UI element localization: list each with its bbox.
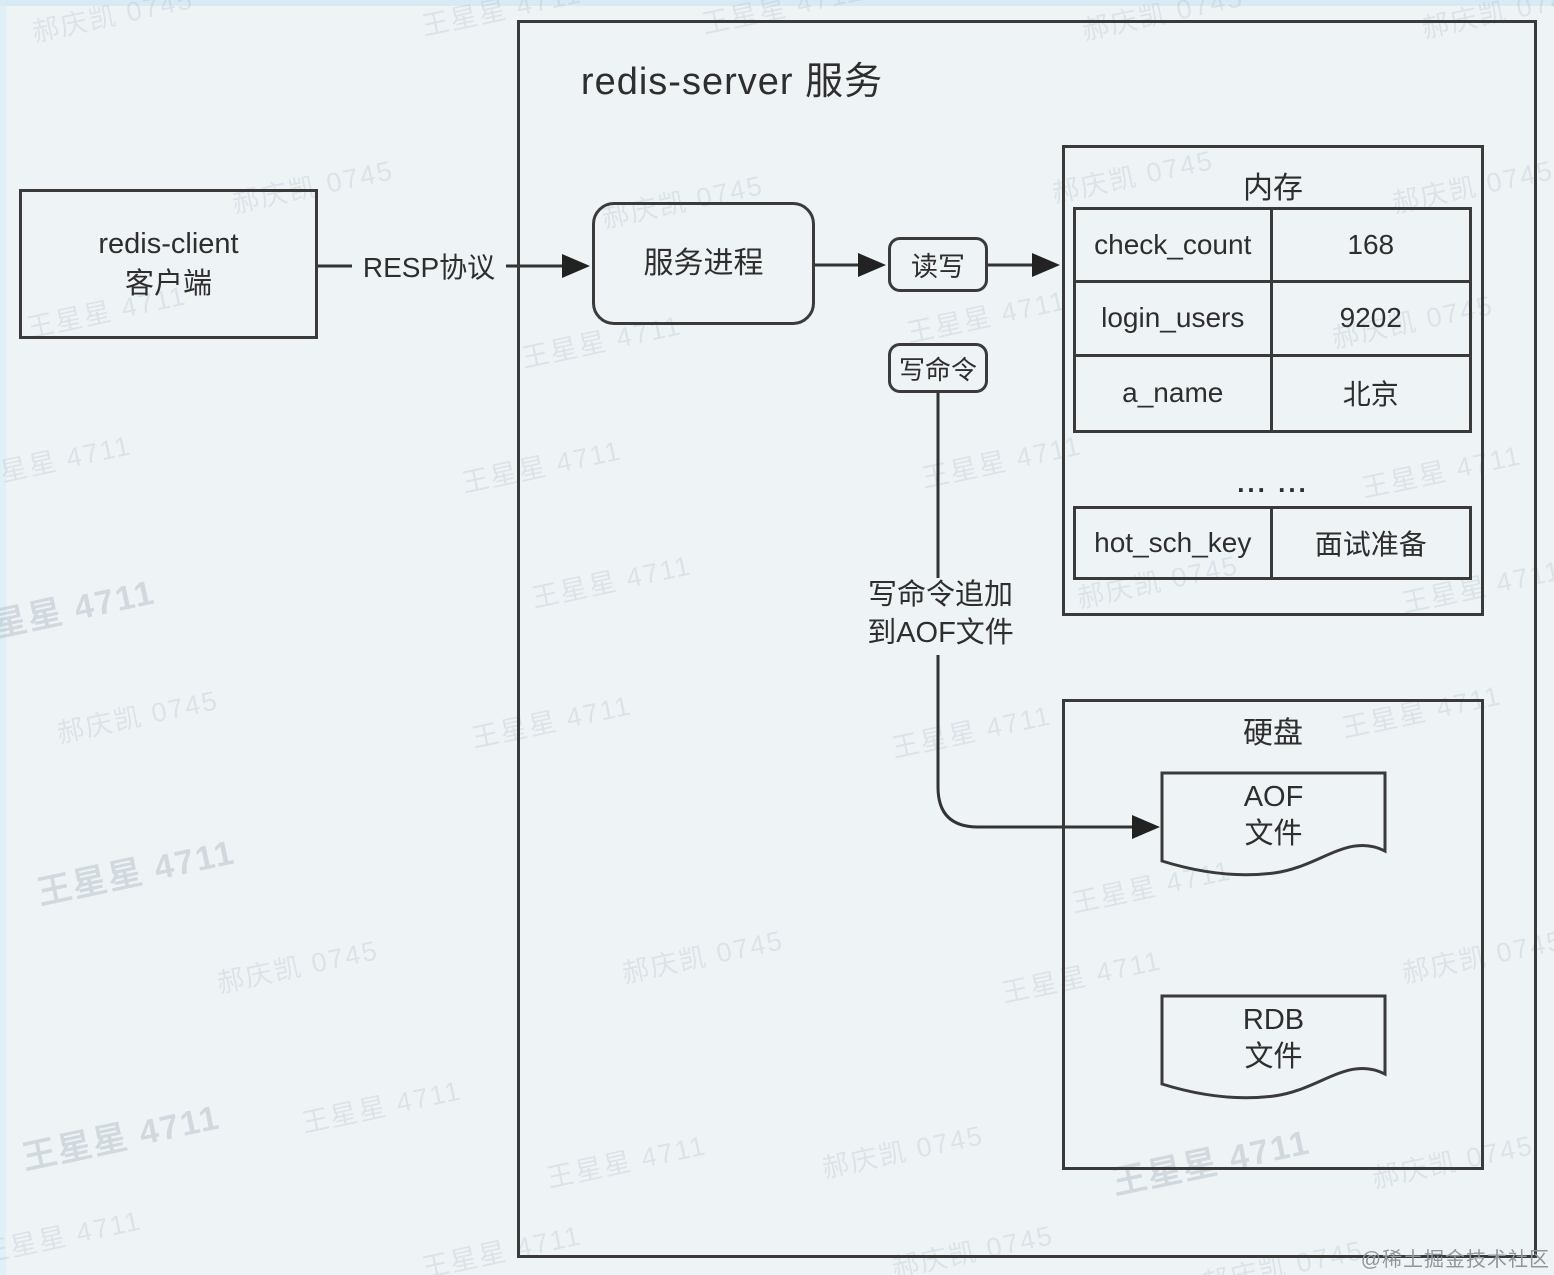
aof-file-label-line1: AOF bbox=[1243, 781, 1304, 813]
diagram-title: redis-server 服务 bbox=[580, 61, 884, 103]
memory-value-cell: 9202 bbox=[1272, 283, 1469, 357]
memory-box bbox=[1062, 145, 1484, 616]
aof-file-label-line2: 文件 bbox=[1244, 818, 1303, 850]
redis-server-box bbox=[517, 20, 1537, 1258]
memory-key-cell: check_count bbox=[1076, 210, 1273, 284]
service-process-label: 服务进程 bbox=[643, 246, 764, 280]
disk-box bbox=[1062, 699, 1484, 1170]
aof-append-note-line1: 写命令追加 bbox=[867, 579, 1013, 611]
redis-client-label-line1: redis-client bbox=[98, 228, 239, 260]
memory-key-cell: login_users bbox=[1076, 283, 1273, 357]
left-edge-tint bbox=[0, 0, 6, 1275]
aof-append-note: 写命令追加 到AOF文件 bbox=[853, 576, 1028, 652]
watermark-text: 王星星 4711 bbox=[33, 833, 239, 913]
memory-ellipsis: ... ... bbox=[1237, 468, 1309, 498]
aof-file-label: AOF 文件 bbox=[1162, 779, 1385, 853]
read-write-box: 读写 bbox=[888, 237, 988, 292]
memory-value-cell: 北京 bbox=[1342, 379, 1399, 411]
memory-value-cell: 168 bbox=[1272, 210, 1469, 284]
redis-client-box: redis-client 客户端 bbox=[19, 189, 318, 339]
memory-table: check_count 168 login_users 9202 a_name … bbox=[1073, 207, 1472, 433]
watermark-text: 王星星 4711 bbox=[0, 573, 159, 653]
rdb-file-label-line1: RDB bbox=[1242, 1004, 1305, 1036]
write-command-label: 写命令 bbox=[898, 354, 977, 385]
disk-title: 硬盘 bbox=[1243, 717, 1303, 750]
top-edge-tint bbox=[0, 0, 1554, 6]
rdb-file-label: RDB 文件 bbox=[1162, 1002, 1385, 1076]
watermark-text: 王星星 4711 bbox=[0, 1205, 145, 1269]
aof-append-note-line2: 到AOF文件 bbox=[867, 617, 1014, 649]
watermark-text: 王星星 4711 bbox=[299, 1075, 465, 1139]
watermark-text: 王星星 4711 bbox=[18, 1098, 224, 1178]
watermark-text: 郝庆凯 0745 bbox=[54, 685, 222, 749]
resp-protocol-label: RESP协议 bbox=[362, 252, 496, 283]
hot-key-table: hot_sch_key 面试准备 bbox=[1073, 506, 1472, 580]
hot-key-cell: hot_sch_key bbox=[1076, 509, 1273, 577]
write-command-box: 写命令 bbox=[888, 343, 988, 393]
watermark-text: 郝庆凯 0745 bbox=[29, 0, 197, 48]
memory-key-cell: a_name bbox=[1076, 356, 1273, 430]
rdb-file-label-line2: 文件 bbox=[1244, 1041, 1303, 1073]
memory-title: 内存 bbox=[1243, 172, 1303, 205]
redis-client-label-line2: 客户端 bbox=[124, 268, 212, 300]
juejin-community-credit: @稀土掘金技术社区 bbox=[1360, 1249, 1550, 1271]
read-write-label: 读写 bbox=[911, 252, 965, 282]
service-process-box: 服务进程 bbox=[592, 202, 815, 325]
watermark-text: 郝庆凯 0745 bbox=[214, 935, 382, 999]
watermark-text: 王星星 4711 bbox=[0, 430, 135, 494]
hot-value-cell: 面试准备 bbox=[1314, 529, 1427, 560]
